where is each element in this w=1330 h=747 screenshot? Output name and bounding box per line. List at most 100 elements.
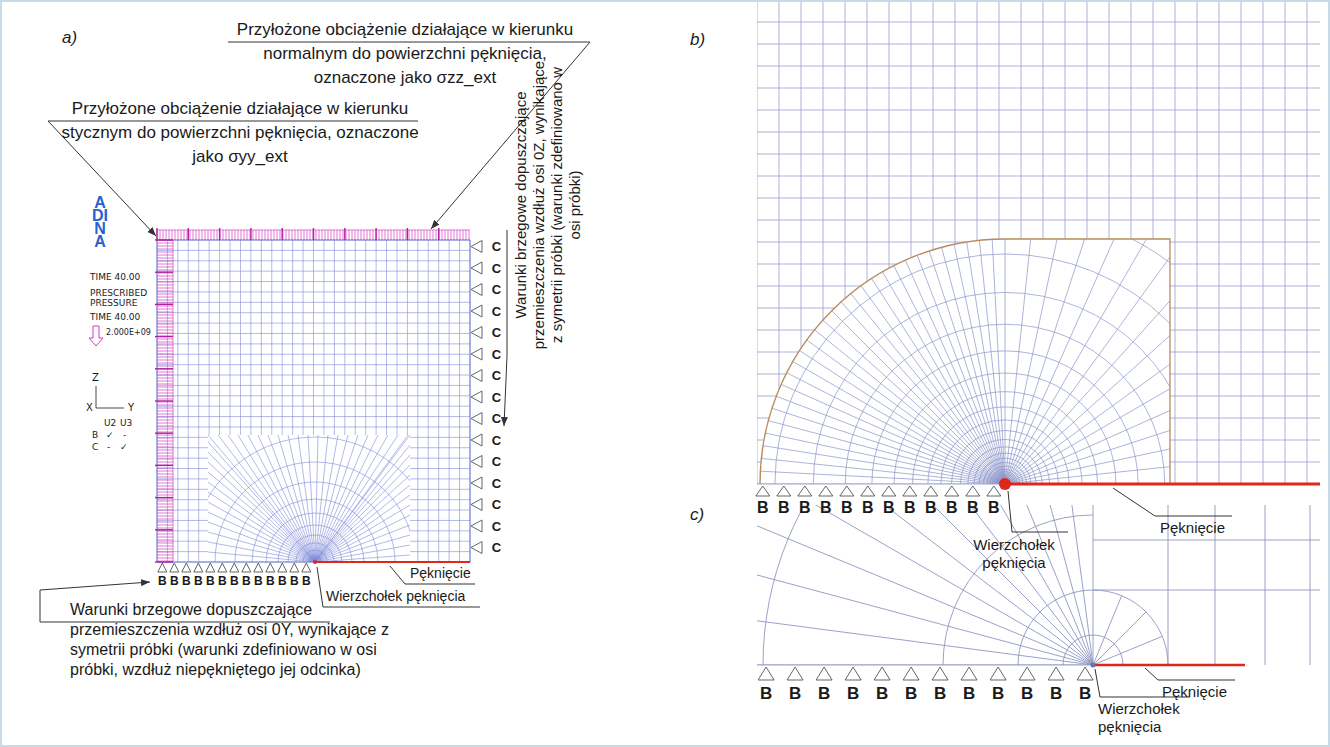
pressure-load <box>157 309 173 310</box>
mesh-line <box>757 505 1093 665</box>
mesh-line <box>230 240 231 435</box>
mesh-line <box>1018 590 1168 665</box>
pressure-load <box>202 230 203 240</box>
pressure-load <box>259 230 260 240</box>
pressure-load <box>157 375 173 376</box>
dof-cell: C <box>92 442 98 453</box>
mesh-arc <box>266 513 364 562</box>
mesh-arc <box>288 535 342 562</box>
pressure-load <box>277 230 278 240</box>
panel-letter: a) <box>62 28 77 48</box>
pressure-load <box>265 230 266 240</box>
pressure-load <box>157 435 173 436</box>
mesh-line <box>757 264 1320 265</box>
mesh-line <box>1093 505 1094 665</box>
mesh-line <box>757 220 1320 221</box>
mesh-line <box>313 240 314 435</box>
pressure-load <box>466 230 467 240</box>
pressure-load <box>157 546 173 547</box>
mesh-line <box>315 435 348 562</box>
pressure-load <box>394 230 395 240</box>
mesh-line <box>344 240 345 435</box>
mesh-line <box>757 308 1320 309</box>
pressure-load <box>187 230 188 240</box>
pressure-load <box>379 230 380 240</box>
mesh-line <box>757 665 1093 666</box>
support-triangle <box>787 667 803 680</box>
pressure-load <box>157 399 173 400</box>
dof-cell: ✓ <box>120 442 128 453</box>
pressure-load <box>157 378 173 379</box>
mesh-line <box>157 271 470 272</box>
pressure-load <box>349 230 350 240</box>
support-code: B B B B B B B B B B B B <box>760 684 1091 704</box>
pressure-load <box>157 288 173 289</box>
panel-letter: c) <box>690 505 704 525</box>
pressure-load <box>157 357 173 358</box>
pressure-load <box>157 372 173 373</box>
mesh-line <box>315 455 410 562</box>
mesh-line <box>292 240 293 435</box>
mesh-line <box>621 313 1005 484</box>
pressure-load <box>157 537 173 538</box>
mesh-line <box>157 520 470 521</box>
mesh-line <box>1087 2 1088 484</box>
crack-tip <box>313 560 317 564</box>
pressure-load <box>157 360 173 361</box>
mesh-line <box>757 505 1093 665</box>
mesh-line <box>157 499 470 500</box>
support-triangle <box>471 391 482 403</box>
support-triangle <box>302 563 311 572</box>
mesh-line <box>708 187 1005 484</box>
pressure-load <box>157 354 173 355</box>
pressure-load <box>157 267 173 268</box>
mesh-arc <box>208 437 410 562</box>
support-triangle <box>966 486 980 496</box>
pressure-load <box>262 230 263 240</box>
pressure-load <box>325 230 326 240</box>
pressure-load <box>157 330 173 331</box>
support-triangle <box>471 413 482 425</box>
mesh-line <box>334 240 335 435</box>
mesh-line <box>845 2 846 484</box>
mesh-refined <box>585 64 1330 484</box>
support-triangle <box>471 499 482 511</box>
mesh-line <box>872 351 1138 484</box>
pressure-load <box>235 230 236 240</box>
pressure-load <box>157 516 173 517</box>
mesh-line <box>438 240 439 562</box>
mesh-line <box>1005 73 1092 484</box>
boundary-callout: Warunki brzegowe dopuszczające przemiesz… <box>512 56 584 354</box>
pressure-load <box>157 432 173 433</box>
pressure-load <box>355 230 356 240</box>
support-code: B B B B B B B B B B B B B <box>158 574 311 588</box>
pressure-load <box>316 230 317 240</box>
pressure-load <box>344 228 345 240</box>
support-triangle <box>471 477 482 489</box>
pressure-load <box>214 230 215 240</box>
pressure-load <box>157 483 173 484</box>
mesh-line <box>208 482 315 562</box>
pressure-load <box>433 230 434 240</box>
pressure-load <box>298 230 299 240</box>
pressure-load <box>157 534 173 535</box>
pressure-load <box>157 318 173 319</box>
mesh-line <box>757 132 1320 133</box>
mesh-line <box>585 484 1005 485</box>
mesh-arc <box>296 543 334 562</box>
mesh-line <box>653 255 1005 484</box>
mesh-line <box>1065 2 1066 484</box>
pressure-load <box>400 230 401 240</box>
mesh-line <box>757 505 1093 665</box>
pressure-load <box>157 549 173 550</box>
mesh-line <box>157 323 470 324</box>
pressure-load <box>157 294 173 295</box>
support-triangle <box>254 563 263 572</box>
mesh-line <box>757 88 1320 89</box>
mesh-line <box>757 505 1093 665</box>
pressure-load <box>352 230 353 240</box>
mesh-line <box>157 333 470 334</box>
pressure-load <box>190 230 191 240</box>
support-triangle <box>924 486 938 496</box>
pressure-load <box>292 230 293 240</box>
